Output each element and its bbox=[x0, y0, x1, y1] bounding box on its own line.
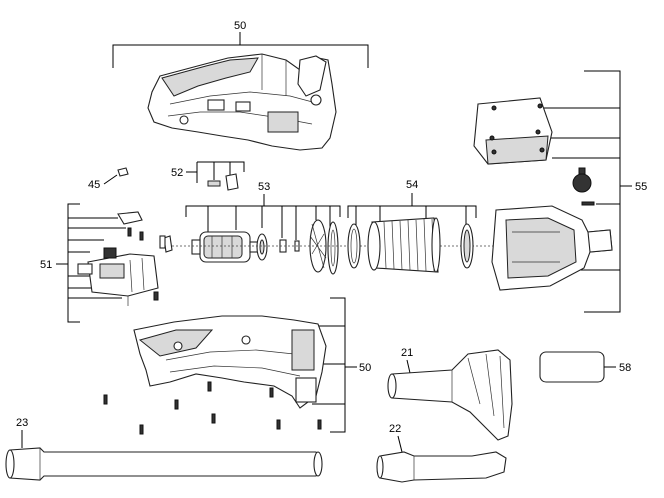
fan-cover-disc-part bbox=[327, 221, 339, 275]
housing-half-top bbox=[147, 53, 337, 151]
callout-label-50-bottom: 50 bbox=[359, 362, 371, 374]
callout-label-23: 23 bbox=[16, 417, 28, 429]
container-lid-part bbox=[473, 97, 553, 165]
callout-group-50-top: 50 bbox=[112, 20, 369, 68]
callout-group-55: 55 bbox=[540, 70, 647, 313]
filter-cartridge-part bbox=[367, 217, 441, 273]
callout-label-51: 51 bbox=[40, 259, 52, 271]
container-screw-part bbox=[581, 201, 595, 206]
callout-label-45: 45 bbox=[88, 179, 100, 191]
motor-bearing-part bbox=[256, 233, 268, 261]
handle-screw-1 bbox=[127, 227, 132, 237]
release-button-part bbox=[572, 167, 592, 193]
battery-cover-part-58 bbox=[539, 351, 605, 383]
callout-group-58: 58 bbox=[539, 351, 631, 383]
callout-group-22: 22 bbox=[389, 423, 403, 453]
callout-group-45: 45 bbox=[88, 167, 129, 191]
wide-nozzle-part bbox=[387, 349, 513, 441]
extension-tube-part bbox=[5, 447, 323, 481]
trigger-part bbox=[117, 211, 143, 225]
callout-label-50-top: 50 bbox=[234, 20, 246, 32]
terminal-block-part bbox=[207, 180, 221, 187]
callout-label-54: 54 bbox=[406, 179, 418, 191]
callout-group-54: 54 bbox=[347, 179, 477, 226]
callout-group-52: 52 bbox=[171, 161, 245, 191]
callout-label-52: 52 bbox=[171, 167, 183, 179]
clip-part-45 bbox=[117, 167, 129, 177]
callout-group-23: 23 bbox=[16, 417, 28, 448]
handle-screw-2 bbox=[139, 231, 144, 241]
housing-screws bbox=[103, 381, 322, 435]
motor-part bbox=[191, 231, 259, 263]
connector-part bbox=[225, 173, 239, 191]
contact-pin-part bbox=[159, 235, 166, 249]
callout-label-53: 53 bbox=[258, 181, 270, 193]
callout-label-22: 22 bbox=[389, 423, 401, 435]
callout-group-53: 53 bbox=[185, 181, 341, 240]
dust-bowl-part bbox=[491, 205, 613, 291]
callout-label-55: 55 bbox=[635, 181, 647, 193]
callout-label-58: 58 bbox=[619, 362, 631, 374]
switch-module-part bbox=[77, 247, 159, 306]
filter-end-cap-part bbox=[460, 223, 474, 269]
callout-group-21: 21 bbox=[401, 347, 413, 374]
filter-seal-ring-part bbox=[347, 223, 361, 269]
housing-half-bottom bbox=[133, 315, 327, 409]
callout-label-21: 21 bbox=[401, 347, 413, 359]
crevice-tool-part bbox=[376, 451, 507, 483]
